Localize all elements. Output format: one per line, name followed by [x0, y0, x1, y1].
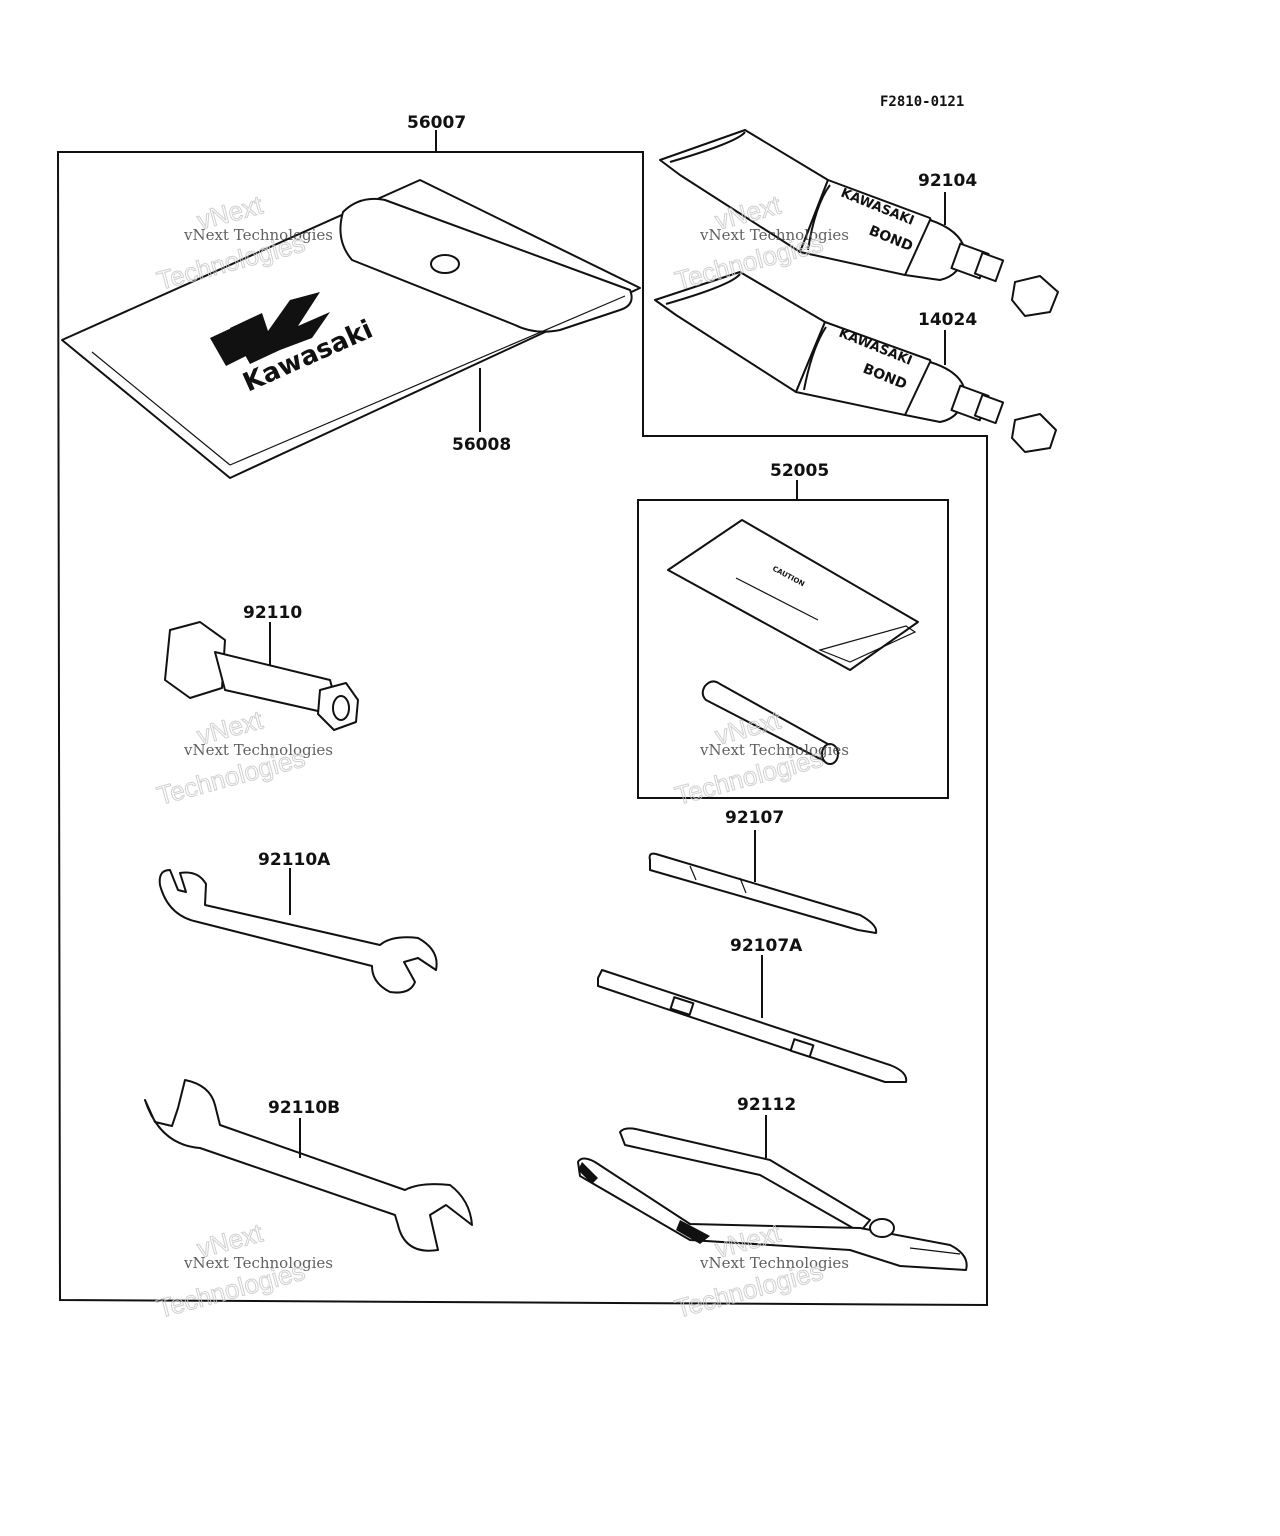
label-56008: 56008	[452, 435, 511, 455]
plug-wrench: 92110	[164, 603, 359, 731]
label-92107: 92107	[725, 808, 784, 828]
label-92112: 92112	[737, 1095, 796, 1115]
drawing-code: F2810-0121	[880, 94, 964, 110]
svg-text:vNext Technologies: vNext Technologies	[699, 226, 849, 244]
label-92107A: 92107A	[730, 936, 803, 956]
screwdriver-grip: 92107	[648, 808, 878, 934]
svg-text:vNext Technologies: vNext Technologies	[699, 741, 849, 759]
label-14024: 14024	[918, 310, 977, 330]
wrench-b: 92110B	[144, 1079, 473, 1252]
svg-text:vNext Technologies: vNext Technologies	[183, 226, 333, 244]
label-92110B: 92110B	[268, 1098, 340, 1118]
label-52005: 52005	[770, 461, 829, 481]
label-56007: 56007	[407, 113, 466, 133]
tool-bag-frame	[56, 151, 988, 1307]
svg-text:vNext Technologies: vNext Technologies	[183, 1254, 333, 1272]
kit-box: 52005 CAUTION	[637, 461, 949, 799]
label-92110: 92110	[243, 603, 302, 623]
wrench-a: 92110A	[158, 850, 438, 994]
label-92104: 92104	[918, 171, 977, 191]
label-92110A: 92110A	[258, 850, 331, 870]
tool-bag-pouch: Kawasaki 56008	[61, 179, 641, 479]
svg-text:vNext Technologies: vNext Technologies	[699, 1254, 849, 1272]
svg-text:vNext Technologies: vNext Technologies	[183, 741, 333, 759]
screwdriver-shaft: 92107A	[597, 936, 908, 1083]
pliers: 92112	[577, 1095, 968, 1271]
bond-tube-upper: KAWASAKI BOND 92104	[659, 129, 1059, 317]
bond-tube-lower: KAWASAKI BOND 14024	[654, 271, 1057, 453]
